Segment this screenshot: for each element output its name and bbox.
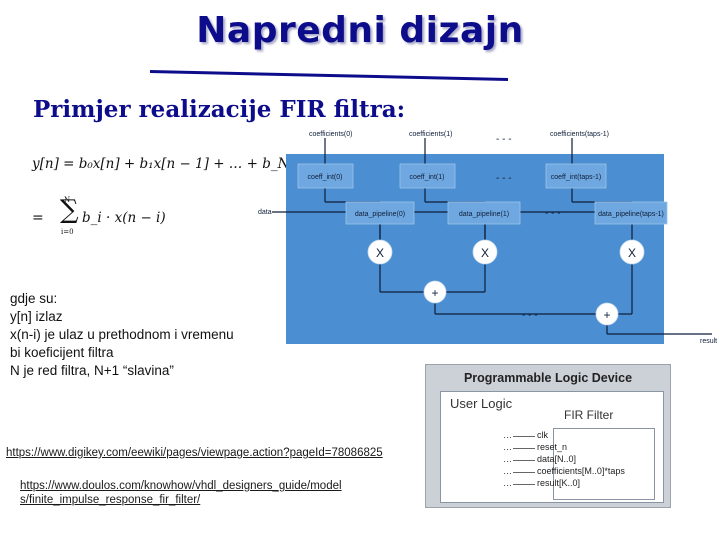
port-dots: … [503, 442, 512, 452]
result-output-label: result [700, 338, 717, 345]
description-list: gdje su: y[n] izlaz x(n-i) je ulaz u pre… [10, 290, 234, 380]
port-label: result[K..0] [537, 478, 581, 488]
equation-line-2: b_i · x(n − i) [82, 210, 166, 226]
port-dots: … [503, 454, 512, 464]
pld-title: Programmable Logic Device [463, 371, 633, 385]
sum-upper-limit: N [64, 196, 71, 204]
multiplier-node [619, 239, 645, 265]
slide-title: Napredni dizajn [196, 10, 524, 51]
user-logic-box: User Logic FIR Filter … clk … reset_n … … [440, 391, 664, 503]
user-logic-title: User Logic [450, 396, 513, 411]
multiplier-symbol: X [376, 246, 384, 260]
data-pipeline-register [345, 201, 415, 225]
coef-input-label: coefficients(1) [409, 131, 452, 138]
ellipsis: - - - [496, 173, 512, 184]
coef-register-label: coeff_int(taps-1) [551, 174, 601, 181]
port-label: data[N..0] [537, 454, 577, 464]
port-line [513, 460, 535, 461]
multiplier-node [472, 239, 498, 265]
port-label: coefficients[M..0]*taps [537, 466, 625, 476]
port-line [513, 448, 535, 449]
fir-filter-diagram: coefficients(0) coefficients(1) coeffici… [258, 131, 717, 345]
ellipsis: - - - [496, 134, 512, 145]
coef-register-label: coeff_int(0) [308, 174, 343, 181]
data-pipeline-register [447, 201, 521, 225]
fir-filter-title: FIR Filter [564, 408, 614, 422]
coef-register [297, 163, 354, 189]
adder-node [423, 280, 447, 304]
description-line: y[n] izlaz [10, 309, 63, 324]
pipeline-label: data_pipeline(taps-1) [598, 211, 664, 218]
multiplier-symbol: X [628, 246, 636, 260]
ellipsis: - - - [545, 208, 561, 219]
adder-symbol: + [603, 308, 610, 322]
fir-filter-box [553, 428, 655, 500]
equation-equals: = [32, 210, 44, 226]
port-line [513, 436, 535, 437]
pipeline-label: data_pipeline(1) [459, 211, 509, 218]
description-line: gdje su: [10, 291, 58, 306]
port-line [513, 472, 535, 473]
pipeline-label: data_pipeline(0) [355, 211, 405, 218]
sum-lower-limit: i=0 [61, 228, 74, 236]
coef-register [545, 163, 607, 189]
title-underline [150, 70, 508, 81]
adder-symbol: + [431, 286, 438, 300]
port-dots: … [503, 478, 512, 488]
doulos-link-line-1[interactable]: https://www.doulos.com/knowhow/vhdl_desi… [20, 480, 342, 492]
adder-node [595, 302, 619, 326]
slide-subtitle: Primjer realizacije FIR filtra: [33, 96, 406, 123]
coef-register-label: coeff_int(1) [410, 174, 445, 181]
programmable-logic-device: Programmable Logic Device User Logic FIR… [425, 364, 671, 508]
sum-symbol: ∑ [60, 195, 79, 225]
digikey-link[interactable]: https://www.digikey.com/eewiki/pages/vie… [6, 447, 383, 459]
description-line: bi koeficijent filtra [10, 345, 114, 360]
multiplier-node [367, 239, 393, 265]
doulos-link-line-2[interactable]: s/finite_impulse_response_fir_filter/ [20, 494, 201, 506]
port-dots: … [503, 430, 512, 440]
port-label: reset_n [537, 442, 568, 452]
data-pipeline-register [594, 201, 668, 225]
ellipsis: - - - [522, 310, 538, 321]
port-dots: … [503, 466, 512, 476]
equation-line-1: y[n] = b₀x[n] + b₁x[n − 1] + … + b_N x[n… [32, 156, 353, 172]
coef-input-label: coefficients(taps-1) [550, 131, 609, 138]
description-line: x(n-i) je ulaz u prethodnom i vremenu [10, 327, 234, 342]
port-line [513, 484, 535, 485]
coef-register [399, 163, 456, 189]
data-input-label: data [258, 209, 272, 216]
description-line: N je red filtra, N+1 “slavina” [10, 363, 174, 378]
coef-input-label: coefficients(0) [309, 131, 352, 138]
port-label: clk [537, 430, 548, 440]
multiplier-symbol: X [481, 246, 489, 260]
